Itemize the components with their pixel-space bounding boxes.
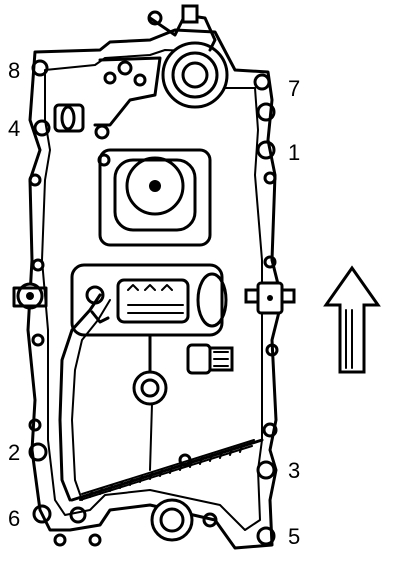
central-upper-hub xyxy=(149,180,161,192)
front-direction-arrow-shade xyxy=(345,309,353,369)
connector-pin-housing xyxy=(116,278,190,324)
callout-3: 3 xyxy=(288,458,300,483)
upper-left-bracket xyxy=(93,56,162,127)
bolt-8 xyxy=(31,59,49,77)
callout-5: 5 xyxy=(288,524,300,549)
left-fitting-hex xyxy=(12,286,48,308)
connector-block xyxy=(70,263,224,337)
top-pump-hub xyxy=(181,61,209,89)
bolt-right-b xyxy=(263,255,277,269)
upper-left-hole-b xyxy=(133,73,147,87)
bolt-6b xyxy=(69,506,87,524)
central-upper-inner xyxy=(113,158,197,232)
bolt-bottom-left xyxy=(53,533,67,547)
bolt-2 xyxy=(28,442,48,462)
center-stem-lower xyxy=(149,403,153,471)
bolt-left-c xyxy=(31,333,45,347)
bolt-left-d xyxy=(28,418,42,432)
center-seal-inner xyxy=(140,378,160,398)
right-fitting-tab xyxy=(280,288,296,304)
central-upper-housing xyxy=(98,148,212,247)
right-fitting-tab-left xyxy=(244,288,260,304)
chain-guide-mount xyxy=(178,453,192,467)
callout-7: 7 xyxy=(288,76,300,101)
connector-right-cap xyxy=(196,272,228,328)
bolt-right-c xyxy=(265,343,279,357)
bolt-right-a xyxy=(263,171,277,185)
bolt-upper-mid xyxy=(94,124,110,140)
left-tube-outer xyxy=(58,293,102,502)
crank-seal-outer xyxy=(150,498,194,542)
bolt-1-upper xyxy=(256,102,276,122)
connector-pins xyxy=(127,284,184,314)
small-sensor-lines xyxy=(213,351,229,367)
central-upper-gear xyxy=(125,156,185,216)
left-tube-cap xyxy=(90,310,110,324)
bolt-4 xyxy=(33,119,51,137)
bolt-left-b xyxy=(31,258,45,272)
chain-guide-hatch xyxy=(79,439,255,501)
top-bracket-bolt xyxy=(147,10,163,26)
small-sensor-body xyxy=(186,343,212,375)
chain-guide xyxy=(70,438,264,502)
cover-plate-outline xyxy=(26,28,284,550)
callout-1: 1 xyxy=(288,140,300,165)
bolt-left-a xyxy=(28,173,42,187)
bolt-6 xyxy=(32,504,52,524)
callout-4: 4 xyxy=(8,116,20,141)
bolt-right-e xyxy=(262,422,278,438)
bolt-lower-small xyxy=(202,512,218,528)
left-fitting-core xyxy=(26,292,34,300)
left-sensor-body xyxy=(53,103,85,133)
center-seal-outer xyxy=(132,370,168,406)
upper-left-hole-c xyxy=(103,71,117,85)
bolt-bottom-left-b xyxy=(88,533,102,547)
crank-seal-inner xyxy=(159,507,185,533)
bolt-1 xyxy=(256,140,276,160)
bolt-5 xyxy=(256,526,276,546)
top-fitting xyxy=(181,4,199,24)
callout-8: 8 xyxy=(8,58,20,83)
upper-left-hole-a xyxy=(117,60,133,76)
callout-6: 6 xyxy=(8,506,20,531)
right-fitting-core xyxy=(267,295,273,301)
chain-guide-teeth xyxy=(89,445,243,498)
top-pump-inner-ring xyxy=(171,51,219,99)
bolt-3 xyxy=(256,460,276,480)
left-sensor-face xyxy=(60,105,76,131)
central-upper-bolt xyxy=(97,153,111,167)
bolt-7 xyxy=(253,73,271,91)
callout-2: 2 xyxy=(8,440,20,465)
